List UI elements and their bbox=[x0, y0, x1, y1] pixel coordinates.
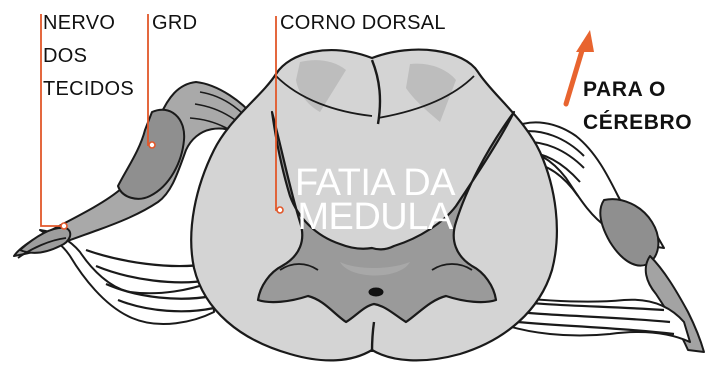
label-grd: GRD bbox=[152, 13, 197, 33]
left-ventral-root bbox=[40, 230, 214, 324]
label-to-brain-line-1: PARA O bbox=[583, 79, 666, 100]
label-tissue-nerve-line-2: DOS bbox=[43, 46, 87, 66]
central-canal bbox=[369, 288, 383, 296]
leader-dot-nerve bbox=[61, 223, 67, 229]
label-to-brain-line-2: CÉREBRO bbox=[583, 112, 692, 133]
leader-dot-grd bbox=[149, 142, 155, 148]
label-dorsal-horn: CORNO DORSAL bbox=[280, 13, 446, 33]
label-tissue-nerve-line-3: TECIDOS bbox=[43, 79, 134, 99]
left-spinal-nerve bbox=[20, 228, 70, 253]
left-ganglion bbox=[118, 110, 184, 199]
arrow-head bbox=[576, 30, 594, 52]
arrow-shaft bbox=[566, 44, 584, 104]
label-slice-line-2: MEDULA bbox=[280, 198, 470, 236]
label-tissue-nerve-line-1: NERVO bbox=[43, 13, 115, 33]
